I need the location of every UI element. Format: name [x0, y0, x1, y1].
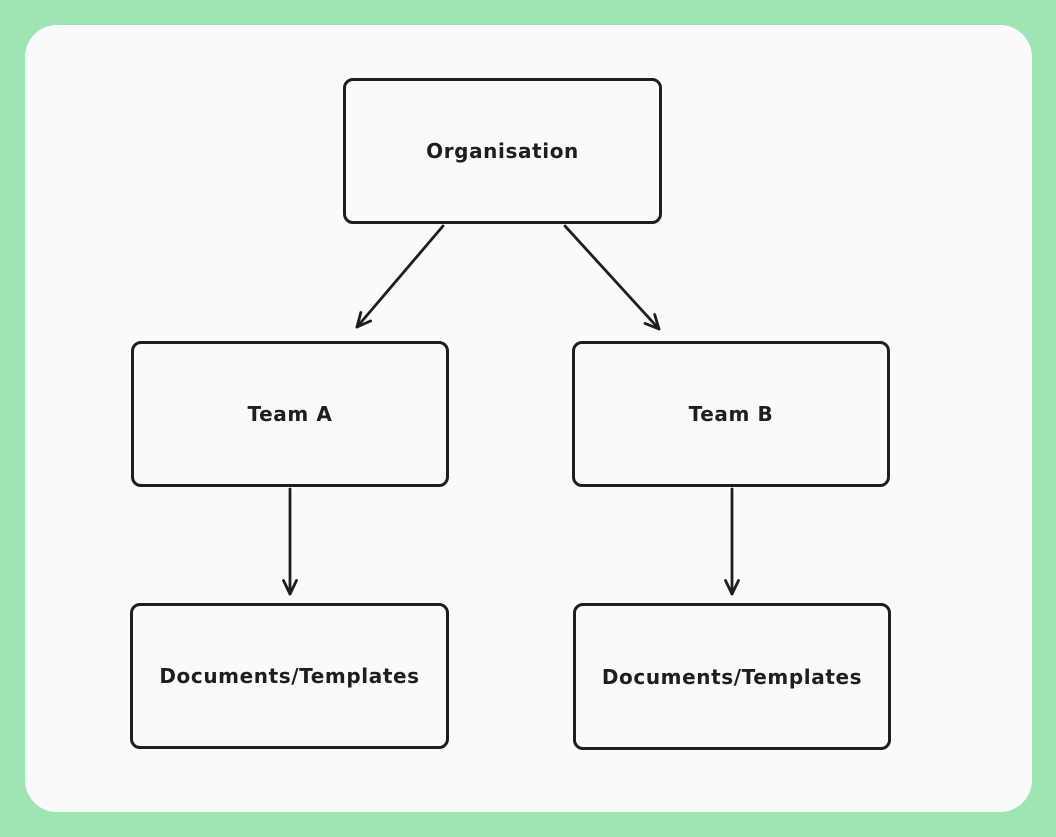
diagram-node-organisation: Organisation: [343, 78, 662, 224]
diagram-node-documents-a: Documents/Templates: [130, 603, 449, 749]
node-label: Team A: [247, 402, 333, 426]
node-label: Team B: [688, 402, 774, 426]
diagram-panel: [25, 25, 1032, 812]
diagram-node-team-b: Team B: [572, 341, 890, 487]
node-label: Documents/Templates: [601, 664, 863, 689]
diagram-node-documents-b: Documents/Templates: [573, 603, 891, 750]
diagram-node-team-a: Team A: [131, 341, 449, 487]
node-label: Organisation: [426, 139, 579, 163]
node-label: Documents/Templates: [159, 664, 420, 688]
